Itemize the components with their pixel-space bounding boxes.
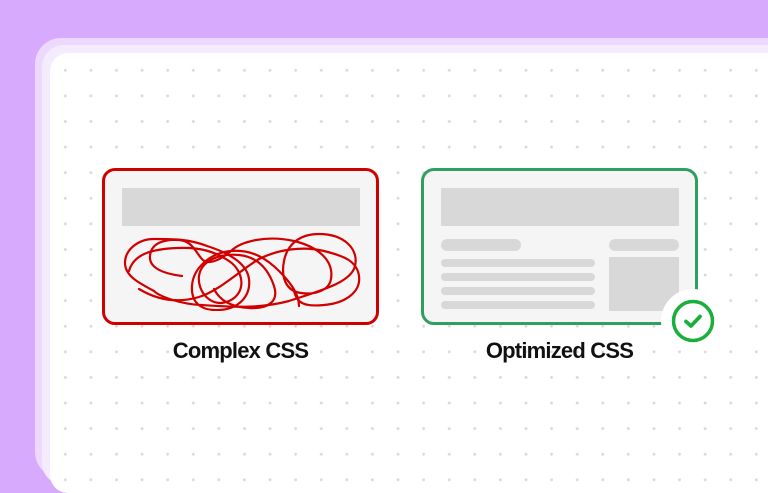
- left-title-placeholder: [441, 239, 521, 251]
- header-placeholder: [441, 188, 679, 226]
- optimized-css-card: [421, 168, 698, 325]
- text-line-placeholder: [441, 301, 595, 309]
- text-line-placeholder: [441, 273, 595, 281]
- text-line-placeholder: [441, 287, 595, 295]
- optimized-css-label: Optimized CSS: [485, 338, 634, 363]
- complex-css-label: Complex CSS: [172, 338, 309, 363]
- tangled-scribble-icon: [123, 232, 361, 311]
- right-title-placeholder: [609, 239, 679, 251]
- header-placeholder: [122, 188, 360, 226]
- complex-css-card: [102, 168, 379, 325]
- text-line-placeholder: [441, 259, 595, 267]
- checkmark-circle-icon: [671, 299, 715, 343]
